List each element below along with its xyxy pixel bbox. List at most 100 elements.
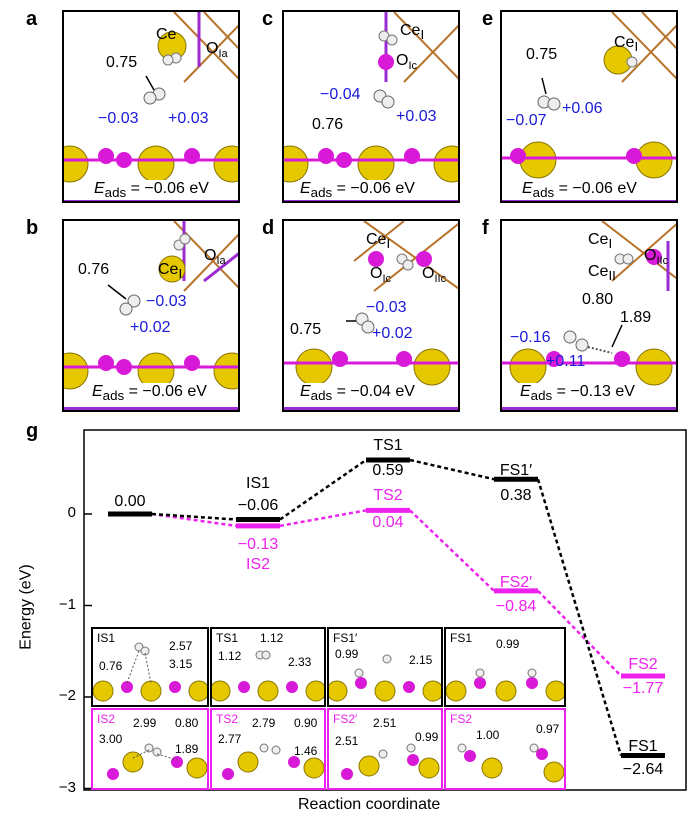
level-fs1p-name: FS1′ <box>499 462 533 479</box>
inset-fs2-dist-1: 1.00 <box>476 728 500 742</box>
level-ts1-value: 0.59 <box>372 462 404 479</box>
atom-label-ce: CeI <box>614 34 639 55</box>
panel-label-c: c <box>262 8 274 30</box>
charge-h1: −0.03 <box>366 299 407 316</box>
inset-fs1p-dist-2: 2.15 <box>409 653 433 667</box>
atom-label-o: OIIc <box>644 247 669 268</box>
structure-d <box>284 221 458 410</box>
atom-label-o: OIa <box>204 247 226 268</box>
level-is1-name: IS1 <box>245 475 271 492</box>
panel-label-g: g <box>26 420 39 442</box>
level-ts2-value: 0.04 <box>372 514 404 531</box>
connector-line <box>279 509 367 528</box>
inset-is2-dist-3: 3.00 <box>99 732 123 746</box>
inset-ts2-structure <box>222 743 324 780</box>
level-is1-value: −0.06 <box>237 497 279 514</box>
inset-ts2-dist-1: 2.79 <box>252 716 276 730</box>
bond-length: 0.75 <box>106 54 138 71</box>
inset-is1-dist-2: 0.76 <box>99 659 123 673</box>
inset-fs2p-dist-3: 0.99 <box>415 730 439 744</box>
y-tick-label: −3 <box>58 778 76 796</box>
bond-length: 0.76 <box>78 261 110 278</box>
panel-d: CeI OIc OIIc 0.75 −0.03 +0.02 Eads = −0.… <box>282 219 460 412</box>
energy-paths <box>108 457 665 759</box>
adsorption-energy: Eads = −0.06 eV <box>92 180 211 201</box>
inset-ts1-dist-2: 1.12 <box>218 649 242 663</box>
inset-is2-dist-2: 0.80 <box>175 716 199 730</box>
adsorption-energy: Eads = −0.13 eV <box>518 383 637 404</box>
inset-is2-structure <box>107 743 207 780</box>
inset-fs1-name: FS1 <box>450 631 473 645</box>
inset-fs1p-structure <box>329 654 441 702</box>
inset-is2-dist-1: 2.99 <box>133 716 157 730</box>
atom-label-o: OIa <box>206 40 228 61</box>
structure-a <box>64 12 238 201</box>
charge-h1: −0.07 <box>506 112 547 129</box>
y-tick-label: −2 <box>58 687 76 704</box>
y-tick-label: 0 <box>67 504 76 521</box>
atom-label-o2: OIIc <box>422 265 447 286</box>
level-fs2p-name: FS2′ <box>499 574 533 591</box>
panel-label-b: b <box>26 217 39 239</box>
atom-label-o1: OIc <box>370 265 392 286</box>
inset-fs2p: FS2′ 2.51 2.51 0.99 <box>327 708 443 790</box>
charge-h2: +0.03 <box>168 110 209 127</box>
connector-line <box>536 478 623 756</box>
adsorption-energy: Eads = −0.06 eV <box>90 383 209 404</box>
bond-length: 0.75 <box>526 46 558 63</box>
inset-ts2-name: TS2 <box>216 712 239 726</box>
y-tick-label: −1 <box>58 595 76 613</box>
structure-e <box>502 12 676 201</box>
inset-fs2p-dist-1: 2.51 <box>373 716 397 730</box>
inset-ts2-dist-2: 0.90 <box>294 716 318 730</box>
inset-fs2p-structure <box>341 743 440 780</box>
panel-label-e: e <box>482 8 494 30</box>
structure-c <box>284 12 458 201</box>
inset-is1-name: IS1 <box>97 631 116 645</box>
inset-ts1-name: TS1 <box>216 631 239 645</box>
structure-f <box>502 221 676 410</box>
panel-e: CeI 0.75 −0.07 +0.06 Eads = −0.06 eV <box>500 10 678 203</box>
level-fs2-value: −1.77 <box>622 680 664 697</box>
bond-length: 0.76 <box>312 116 344 133</box>
inset-fs2p-name: FS2′ <box>333 712 358 726</box>
charge-h1: −0.03 <box>98 110 139 127</box>
level-fs1p-value: 0.38 <box>500 487 532 504</box>
panel-a: Ce OIa 0.75 −0.03 +0.03 Eads = −0.06 eV <box>62 10 240 203</box>
charge-h1: −0.03 <box>146 293 187 310</box>
bond-length: 0.75 <box>290 321 322 338</box>
panel-label-f: f <box>482 217 489 239</box>
connector-line <box>279 458 367 521</box>
atom-label-ce: CeI <box>366 231 391 252</box>
inset-is1-structure <box>93 642 207 702</box>
inset-fs2-name: FS2 <box>450 712 473 726</box>
inset-ts1: TS1 1.12 1.12 2.33 <box>210 627 326 707</box>
charge-h1: −0.16 <box>510 329 551 346</box>
charge-h1: −0.04 <box>320 86 361 103</box>
inset-is1-dist-1: 2.57 <box>169 639 193 653</box>
level-is2-name: IS2 <box>245 556 271 573</box>
inset-ts2-dist-3: 2.77 <box>218 732 242 746</box>
inset-ts2-dist-4: 1.46 <box>294 744 318 758</box>
inset-fs1-dist-1: 0.99 <box>496 637 520 651</box>
inset-ts2: TS2 2.79 0.90 2.77 1.46 <box>210 708 326 790</box>
level-ts1-name: TS1 <box>373 437 403 454</box>
inset-fs1-structure <box>446 668 564 702</box>
atom-label-ce: CeI <box>158 261 183 282</box>
y-axis-ticks <box>84 513 92 790</box>
inset-is2: IS2 2.99 0.80 3.00 1.89 <box>91 708 209 790</box>
panel-f: CeI OIIc CeII 0.80 1.89 −0.16 +0.11 Eads… <box>500 219 678 412</box>
charge-h2: +0.02 <box>372 325 413 342</box>
atom-label-ce: CeI <box>400 22 425 43</box>
connector-line <box>537 589 622 677</box>
level-fs2-name: FS2 <box>628 656 658 673</box>
connector-line <box>409 509 495 592</box>
inset-fs1p-name: FS1′ <box>333 631 358 645</box>
adsorption-energy: Eads = −0.06 eV <box>520 180 639 201</box>
x-axis-label: Reaction coordinate <box>298 796 441 813</box>
inset-ts1-dist-1: 1.12 <box>260 631 284 645</box>
inset-is2-name: IS2 <box>97 712 116 726</box>
panel-label-d: d <box>262 217 275 239</box>
plot-frame <box>83 429 687 791</box>
inset-fs1: FS1 0.99 <box>444 627 566 707</box>
